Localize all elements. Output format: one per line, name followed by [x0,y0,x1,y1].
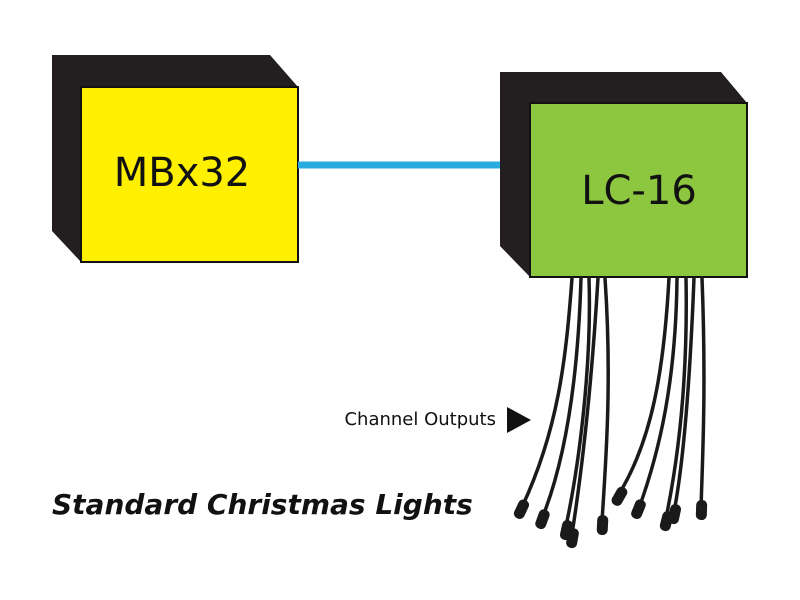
output-plug [535,509,550,530]
output-wire [564,276,592,528]
output-plug [611,486,628,506]
output-wire [664,276,688,520]
triangle-right-icon [507,407,531,433]
lc16-box-face [529,102,748,278]
output-wire [699,276,706,509]
output-wire [541,276,583,518]
output-wire [617,276,671,496]
lc16-box-side [500,72,747,277]
output-plug [631,499,646,520]
output-plug [596,515,609,536]
mbx32-box-face [80,86,299,263]
diagram-caption: Standard Christmas Lights [52,488,473,521]
mbx32-box: MBx32 [52,55,299,263]
output-plug [695,500,708,521]
output-wire [637,276,679,510]
lc16-label: LC-16 [581,168,697,214]
channel-outputs-label: Channel Outputs [344,409,496,430]
output-wire [672,276,696,514]
wire-plugs [513,486,708,549]
mbx32-label: MBx32 [114,150,251,196]
output-wire [600,276,610,523]
mbx32-box-side [52,55,298,262]
lc16-box: LC-16 [500,72,748,278]
output-plug [513,499,530,519]
output-wire [570,276,600,536]
channel-output-wires [520,276,706,536]
output-plug [566,528,579,549]
output-wire [520,276,574,509]
output-plug [667,504,682,525]
